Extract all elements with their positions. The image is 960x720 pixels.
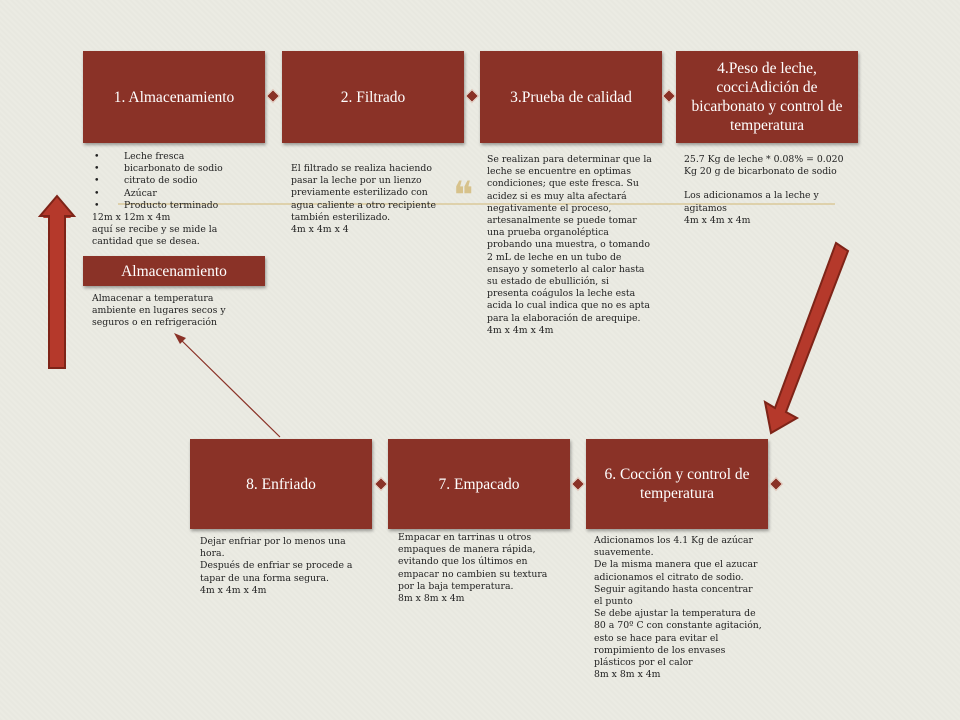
note-line: De la misma manera que el azucar adicion… xyxy=(594,559,758,583)
step-3-label: 3.Prueba de calidad xyxy=(510,88,632,106)
step-1-label: 1. Almacenamiento xyxy=(113,88,235,106)
step-8-label: 8. Enfriado xyxy=(246,475,316,493)
step-8-box: 8. Enfriado xyxy=(190,439,372,529)
thin-arrow-head xyxy=(174,333,186,344)
step-6-box: 6. Cocción y control de temperatura xyxy=(586,439,768,529)
note-line: 25.7 Kg de leche * 0.08% = 0.020 Kg 20 g… xyxy=(684,154,844,178)
note-step-3: Se realizan para determinar que la leche… xyxy=(487,154,652,337)
note-line: Después de enfriar se procede a tapar de… xyxy=(200,560,353,584)
note-line: 4m x 4m x 4 xyxy=(291,224,349,236)
up-arrow-body xyxy=(37,194,77,369)
note-line: 8m x 8m x 4m xyxy=(398,593,465,605)
ingredient-item: Producto terminado xyxy=(94,200,252,212)
note-line: Seguir agitando hasta concentrar el punt… xyxy=(594,583,753,608)
note-step-2: El filtrado se realiza haciendo pasar la… xyxy=(291,163,441,236)
down-arrow xyxy=(763,241,850,435)
storage-box: Almacenamiento xyxy=(83,256,265,286)
note-step-6: Adicionamos los 4.1 Kg de azúcar suaveme… xyxy=(594,535,762,681)
note-line: 12m x 12m x 4m xyxy=(92,212,171,224)
note-line: Adicionamos los 4.1 Kg de azúcar suaveme… xyxy=(594,535,754,559)
note-line: 8m x 8m x 4m xyxy=(594,669,661,681)
storage-label: Almacenamiento xyxy=(121,262,227,280)
step-2-label: 2. Filtrado xyxy=(340,88,406,106)
up-arrow xyxy=(43,198,71,368)
note-step-7: Empacar en tarrinas u otros empaques de … xyxy=(398,532,558,605)
step-2-box: 2. Filtrado xyxy=(282,51,464,143)
note-line: 4m x 4m x 4m xyxy=(684,214,751,226)
note-storage: Almacenar a temperatura ambiente en luga… xyxy=(92,293,242,330)
note-line: aquí se recibe y se mide la cantidad que… xyxy=(92,224,218,248)
note-line: Almacenar a temperatura ambiente en luga… xyxy=(92,293,226,329)
note-step-8: Dejar enfriar por lo menos una hora. Des… xyxy=(200,536,365,597)
step-3-box: 3.Prueba de calidad xyxy=(480,51,662,143)
ingredient-list: Leche fresca bicarbonato de sodio citrat… xyxy=(92,151,252,212)
ingredient-item: Azúcar xyxy=(94,188,252,200)
connector-2-3 xyxy=(464,88,480,104)
thin-arrow xyxy=(177,336,281,438)
note-step-4: 25.7 Kg de leche * 0.08% = 0.020 Kg 20 g… xyxy=(684,154,846,227)
connector-1-2 xyxy=(265,88,281,104)
ingredient-item: bicarbonato de sodio xyxy=(94,163,252,175)
note-line: Se debe ajustar la temperatura de 80 a 7… xyxy=(594,608,762,669)
step-7-box: 7. Empacado xyxy=(388,439,570,529)
connector-3-4 xyxy=(661,88,677,104)
connector-8-7 xyxy=(373,476,389,492)
note-line: Empacar en tarrinas u otros empaques de … xyxy=(398,532,548,592)
note-line: Dejar enfriar por lo menos una hora. xyxy=(200,536,346,560)
note-line: Los adicionamos a la leche y agitamos xyxy=(684,190,819,214)
step-1-box: 1. Almacenamiento xyxy=(83,51,265,143)
quote-icon: ❝ xyxy=(453,173,474,217)
note-line: Se realizan para determinar que la leche… xyxy=(487,154,652,324)
ingredient-item: Leche fresca xyxy=(94,151,252,163)
step-7-label: 7. Empacado xyxy=(438,475,520,493)
step-4-box: 4.Peso de leche, cocciAdición de bicarbo… xyxy=(676,51,858,143)
note-line: 4m x 4m x 4m xyxy=(487,324,554,336)
ingredient-item: citrato de sodio xyxy=(94,175,252,187)
step-6-label: 6. Cocción y control de temperatura xyxy=(604,466,750,502)
note-step-1: Leche fresca bicarbonato de sodio citrat… xyxy=(92,151,252,249)
note-line: El filtrado se realiza haciendo pasar la… xyxy=(291,163,436,223)
step-4-label: 4.Peso de leche, cocciAdición de bicarbo… xyxy=(691,60,843,134)
connector-7-6 xyxy=(570,476,586,492)
connector-6-end xyxy=(768,476,784,492)
note-line: 4m x 4m x 4m xyxy=(200,584,267,596)
